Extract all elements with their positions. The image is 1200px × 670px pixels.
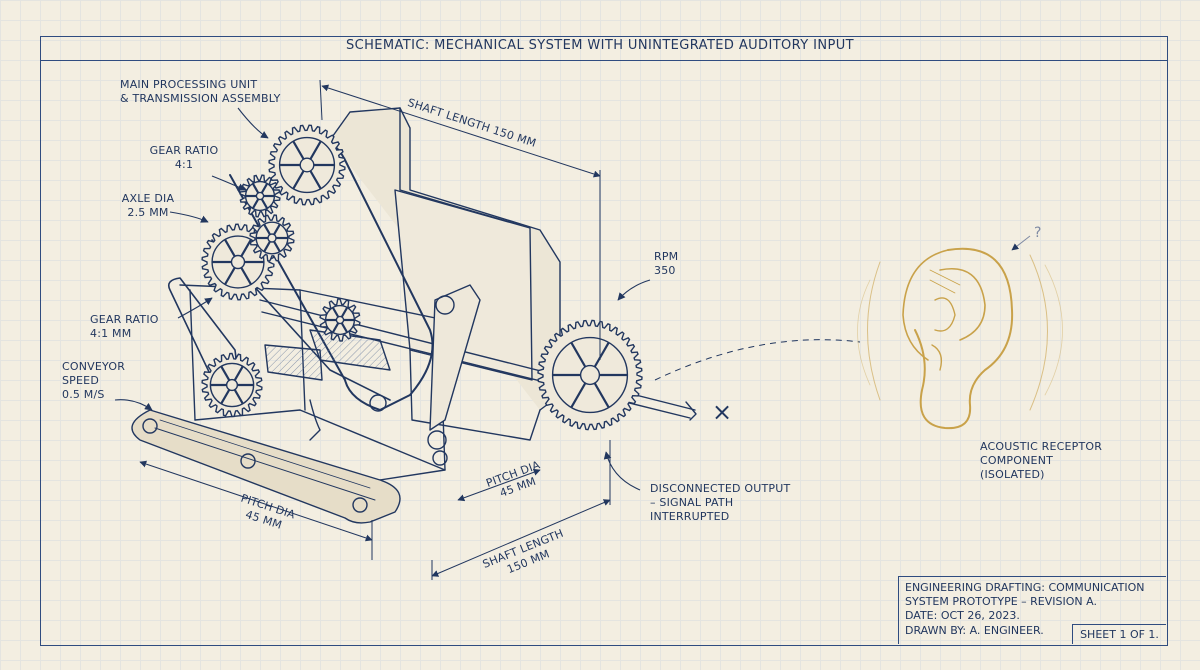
title-block-line4: DRAWN BY: A. ENGINEER.: [905, 624, 1044, 637]
gear-top-small: [239, 174, 281, 218]
dim-pitch-center: [457, 468, 541, 502]
dim-shaft-bottom: [431, 499, 611, 577]
dim-shaft-top: [321, 84, 601, 178]
label-acoustic-receptor: ACOUSTIC RECEPTOR COMPONENT (ISOLATED): [980, 440, 1103, 481]
label-gear-ratio-mm: GEAR RATIO 4:1 MM: [90, 313, 159, 340]
signal-path: [654, 339, 861, 381]
gear-inner: [319, 298, 361, 342]
label-rpm: RPM 350: [654, 250, 679, 277]
output-gear: [537, 319, 643, 431]
schematic-title: SCHEMATIC: MECHANICAL SYSTEM WITH UNINTE…: [345, 38, 854, 53]
ear-drawing: [857, 247, 1063, 430]
question-mark: ?: [1034, 225, 1042, 241]
label-axle-dia: AXLE DIA 2.5 MM: [121, 192, 175, 219]
gear-left-small: [249, 214, 295, 262]
label-conveyor-speed: CONVEYOR SPEED 0.5 M/S: [62, 360, 126, 401]
label-disconnected-output: DISCONNECTED OUTPUT – SIGNAL PATH INTERR…: [650, 482, 791, 523]
sheet-number: SHEET 1 OF 1.: [1072, 624, 1166, 644]
gear-top-large: [268, 124, 346, 206]
title-block-line1: ENGINEERING DRAFTING: COMMUNICATION: [905, 581, 1145, 594]
gear-bottom-left: [201, 352, 263, 418]
frame-left-post: [189, 289, 196, 421]
housing-front-panel: [394, 189, 533, 381]
label-gear-ratio-top: GEAR RATIO 4:1: [149, 144, 219, 171]
ear-arrow: [1011, 235, 1031, 251]
label-main-unit: MAIN PROCESSING UNIT & TRANSMISSION ASSE…: [120, 78, 281, 105]
break-mark: ×: [712, 398, 733, 426]
drawing-border: [40, 36, 1168, 646]
title-block: ENGINEERING DRAFTING: COMMUNICATION SYST…: [898, 576, 1166, 644]
title-block-line3: DATE: OCT 26, 2023.: [905, 609, 1020, 622]
title-rule: [40, 60, 1168, 61]
dim-pitch-left: [139, 460, 373, 542]
title-block-line2: SYSTEM PROTOTYPE – REVISION A.: [905, 595, 1097, 608]
